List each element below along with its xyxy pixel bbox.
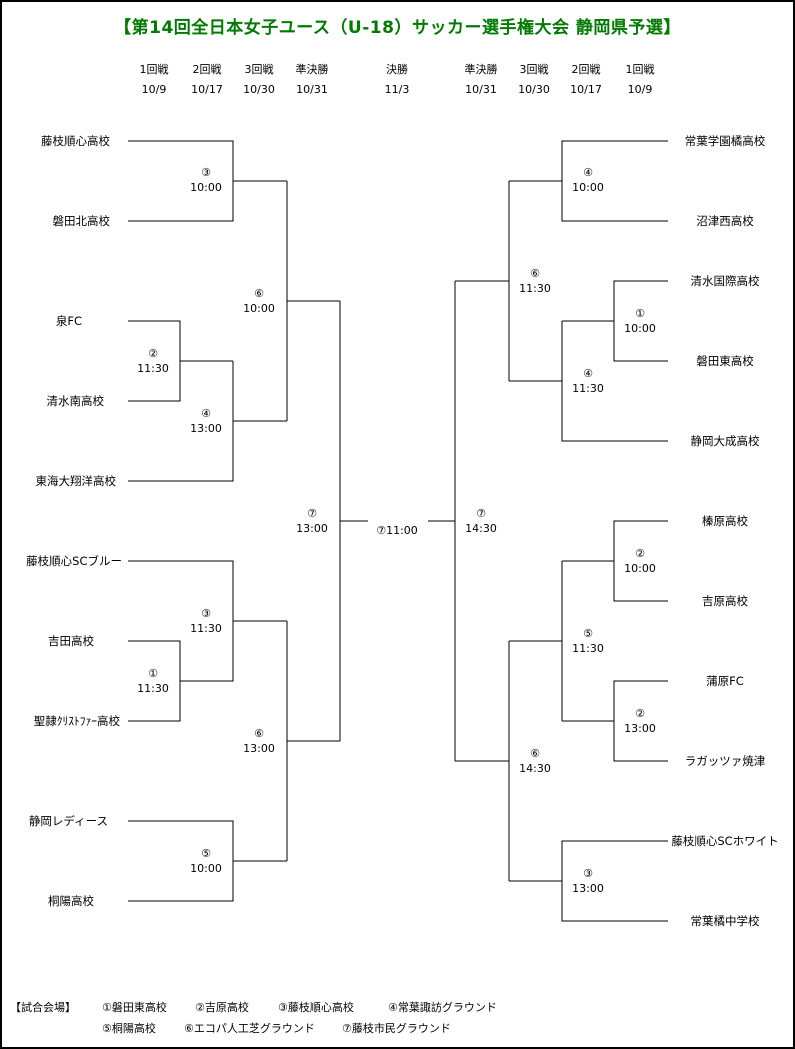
page-title: 【第14回全日本女子ユース（U-18）サッカー選手権大会 静岡県予選】 xyxy=(114,18,681,38)
venue-legend-item: ⑦藤枝市民グラウンド xyxy=(342,1022,451,1035)
team-name-left: 磐田北高校 xyxy=(52,214,111,228)
team-name-left: 聖隷ｸﾘｽﾄﾌｧｰ高校 xyxy=(33,714,120,728)
team-name-right: 吉原高校 xyxy=(702,594,748,608)
team-name-left: 泉FC xyxy=(55,314,82,328)
team-name-right: 常葉橘中学校 xyxy=(690,914,760,928)
venue-legend-item: ④常葉諏訪グラウンド xyxy=(388,1001,497,1014)
venue-legend-item: ②吉原高校 xyxy=(195,1001,249,1014)
team-name-left: 東海大翔洋高校 xyxy=(35,474,117,488)
team-name-right: 磐田東高校 xyxy=(696,354,754,368)
venue-legend-item: ③藤枝順心高校 xyxy=(278,1001,354,1014)
team-name-right: 沼津西高校 xyxy=(696,214,754,228)
team-name-left: 藤枝順心高校 xyxy=(41,134,110,148)
team-name-left: 静岡レディース xyxy=(28,814,108,828)
team-name-left: 桐陽高校 xyxy=(48,894,94,908)
venue-legend-item: ①磐田東高校 xyxy=(102,1001,167,1014)
team-name-left: 藤枝順心SCブルー xyxy=(26,554,122,568)
final-match-info: ⑦11:00 xyxy=(376,524,418,537)
team-name-right: 蒲原FC xyxy=(706,674,744,688)
team-name-right: 榛原高校 xyxy=(702,514,748,528)
team-name-right: 藤枝順心SCホワイト xyxy=(671,834,779,848)
team-name-right: 静岡大成高校 xyxy=(690,434,760,448)
team-name-left: 清水南高校 xyxy=(46,394,105,408)
team-name-right: 清水国際高校 xyxy=(690,274,760,288)
venue-legend-item: ⑥エコパ人工芝グラウンド xyxy=(184,1022,315,1035)
team-name-right: ラガッツァ焼津 xyxy=(684,754,766,768)
team-name-left: 吉田高校 xyxy=(48,634,94,648)
venue-legend-label: 【試合会場】 xyxy=(10,1001,76,1014)
team-name-right: 常葉学園橘高校 xyxy=(684,134,766,148)
venue-legend-item: ⑤桐陽高校 xyxy=(102,1022,156,1035)
